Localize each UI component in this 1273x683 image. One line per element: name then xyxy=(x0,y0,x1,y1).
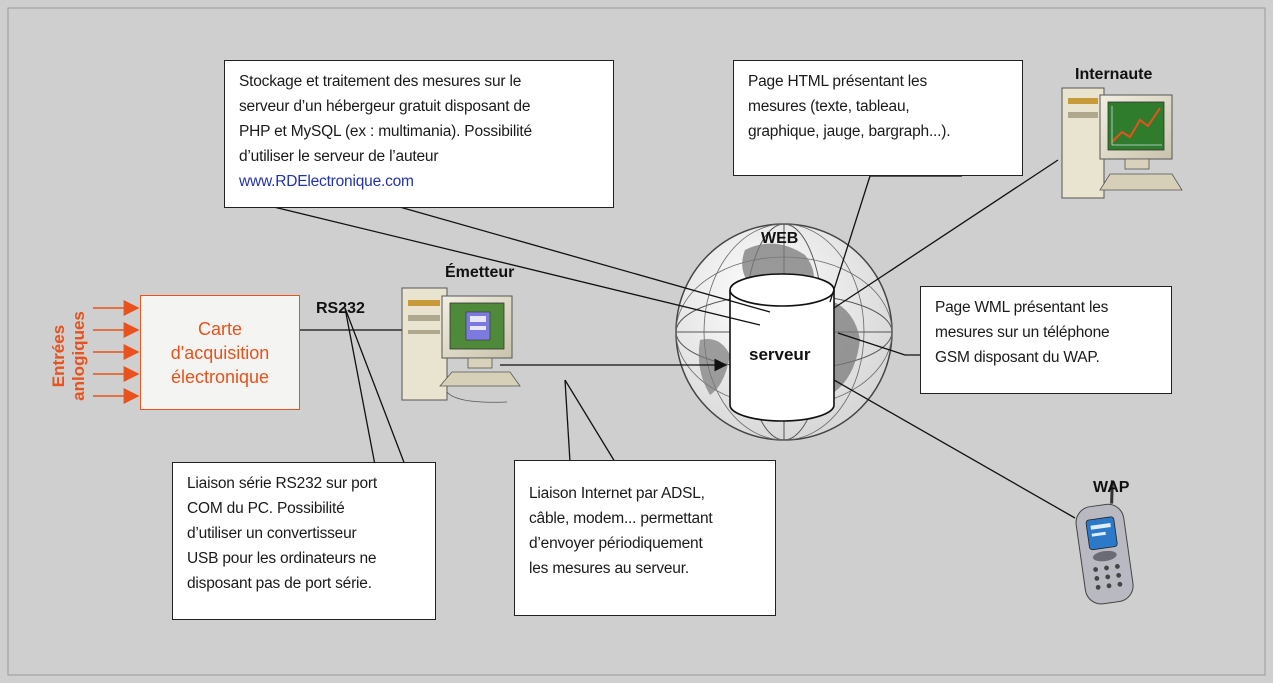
analog-inputs-line1: Entrées xyxy=(49,324,68,388)
internet-callout-line: les mesures au serveur. xyxy=(529,560,689,577)
wml-callout-line: mesures sur un téléphone xyxy=(935,324,1110,341)
rs232-callout-line: COM du PC. Possibilité xyxy=(187,500,345,517)
wap-phone-icon xyxy=(1075,480,1134,605)
acquisition-card-line2: d'acquisition xyxy=(170,343,270,363)
server-label: serveur xyxy=(749,345,811,364)
html-callout-line: graphique, jauge, bargraph...). xyxy=(748,123,951,140)
emitter-computer-icon xyxy=(401,287,521,403)
storage-callout-line: Stockage et traitement des mesures sur l… xyxy=(239,73,522,90)
rs232-label: RS232 xyxy=(316,300,365,317)
html-page-callout: Page HTML présentant les mesures (texte,… xyxy=(733,60,1023,176)
wml-callout-line: Page WML présentant les xyxy=(935,299,1109,316)
rs232-callout-line: disposant pas de port série. xyxy=(187,575,372,592)
server-icon xyxy=(729,273,835,422)
internet-callout-line: Liaison Internet par ADSL, xyxy=(529,485,705,502)
html-callout-line: Page HTML présentant les xyxy=(748,73,927,90)
rs232-link-callout: Liaison série RS232 sur port COM du PC. … xyxy=(172,462,436,620)
rs232-callout-line: d’utiliser un convertisseur xyxy=(187,525,357,542)
web-label: WEB xyxy=(761,230,799,247)
internet-link-callout: Liaison Internet par ADSL, câble, modem.… xyxy=(514,460,776,616)
html-callout-line: mesures (texte, tableau, xyxy=(748,98,910,115)
rs232-callout-line: Liaison série RS232 sur port xyxy=(187,475,377,492)
internet-callout-line: câble, modem... permettant xyxy=(529,510,713,527)
emitter-label: Émetteur xyxy=(445,264,515,281)
wap-label: WAP xyxy=(1093,479,1130,496)
analog-input-arrows xyxy=(93,300,140,404)
analog-inputs-label: Entrées anlogiques xyxy=(49,301,89,411)
internet-callout-line: d’envoyer périodiquement xyxy=(529,535,703,552)
acquisition-card: Carte d'acquisition électronique xyxy=(140,295,300,410)
server-to-internaute-line xyxy=(833,159,1059,309)
page-frame xyxy=(7,7,1266,676)
acquisition-card-line3: électronique xyxy=(170,367,270,387)
storage-callout-line: d’utiliser le serveur de l’auteur xyxy=(239,148,439,165)
storage-callout-line: PHP et MySQL (ex : multimania). Possibil… xyxy=(239,123,532,140)
internaute-label: Internaute xyxy=(1075,66,1153,83)
storage-callout-line: serveur d’un hébergeur gratuit disposant… xyxy=(239,98,531,115)
acquisition-card-line1: Carte xyxy=(197,319,242,339)
server-to-phone-line xyxy=(833,379,1076,519)
wml-page-callout: Page WML présentant les mesures sur un t… xyxy=(920,286,1172,394)
analog-inputs-line2: anlogiques xyxy=(69,311,88,401)
wml-callout-line: GSM disposant du WAP. xyxy=(935,349,1100,366)
author-website-link[interactable]: www.RDElectronique.com xyxy=(239,173,414,190)
rs232-callout-line: USB pour les ordinateurs ne xyxy=(187,550,377,567)
storage-callout: Stockage et traitement des mesures sur l… xyxy=(224,60,614,208)
internaute-computer-icon xyxy=(1061,87,1183,199)
